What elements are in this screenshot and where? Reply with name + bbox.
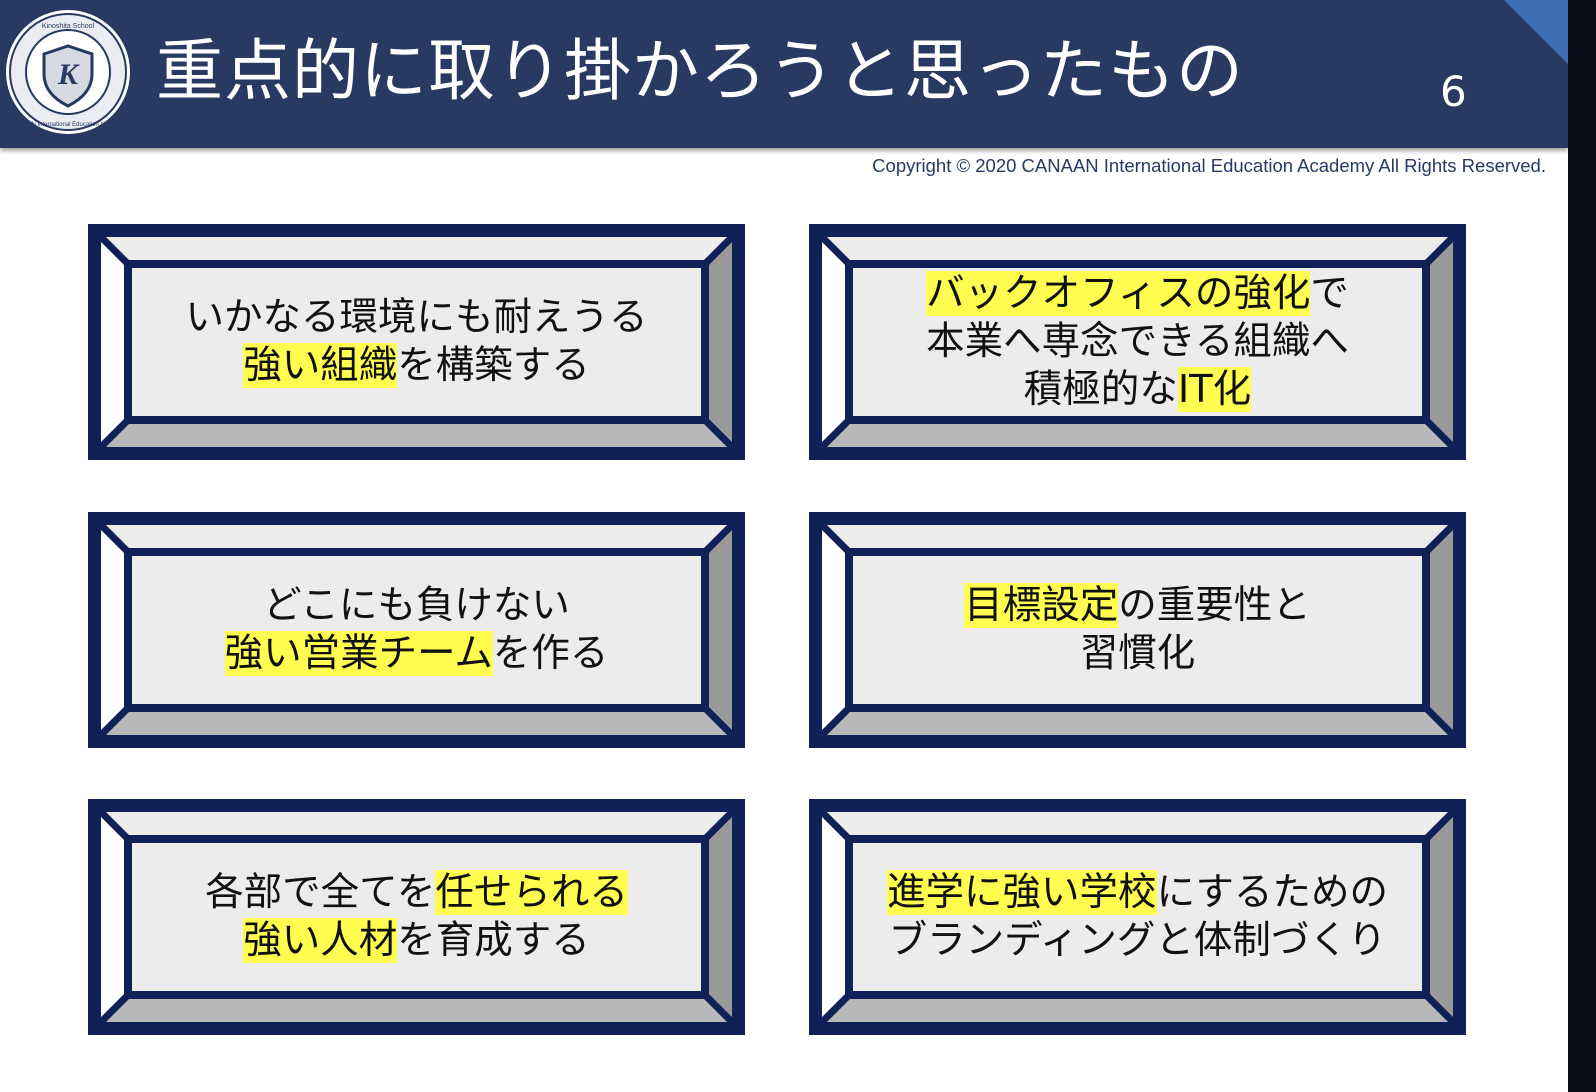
card-text: 進学に強い学校にするためのブランディングと体制づくり <box>849 839 1426 995</box>
slide-header: K Kinoshita School CANAAN International … <box>0 0 1568 148</box>
card-text-line: 各部で全てを任せられる <box>205 869 628 917</box>
highlighted-phrase: 目標設定 <box>964 583 1119 628</box>
text-segment: 本業へ専念できる組織へ <box>926 319 1349 364</box>
card-text-line: ブランディングと体制づくり <box>889 917 1387 965</box>
card-text-line: 進学に強い学校にするための <box>887 869 1388 917</box>
page-number: 6 <box>1440 67 1467 116</box>
right-edge-bar <box>1568 0 1596 1092</box>
highlighted-phrase: バックオフィスの強化 <box>926 271 1311 316</box>
highlighted-phrase: IT化 <box>1177 367 1252 412</box>
card-text-line: 強い組織を構築する <box>243 342 590 390</box>
card-back-office: バックオフィスの強化で本業へ専念できる組織へ積極的なIT化 <box>809 224 1466 460</box>
text-segment: いかなる環境にも耐えうる <box>185 295 648 340</box>
card-text-line: 本業へ専念できる組織へ <box>926 318 1349 366</box>
card-text: 各部で全てを任せられる強い人材を育成する <box>128 839 705 995</box>
text-segment: の重要性と <box>1118 583 1311 628</box>
slide-title: 重点的に取り掛かろうと思ったもの <box>156 32 1244 110</box>
copyright-notice: Copyright © 2020 CANAAN International Ed… <box>872 155 1546 176</box>
card-text-line: 強い人材を育成する <box>243 917 590 965</box>
card-frame <box>88 512 745 748</box>
text-segment: を育成する <box>397 918 590 963</box>
text-segment: 習慣化 <box>1079 631 1196 676</box>
highlighted-phrase: 強い人材 <box>243 918 398 963</box>
text-segment: 各部で全てを <box>205 870 436 915</box>
card-text-line: 目標設定の重要性と <box>964 582 1311 630</box>
corner-accent <box>1504 0 1568 64</box>
text-segment: を構築する <box>397 343 590 388</box>
highlighted-phrase: 強い組織 <box>243 343 398 388</box>
card-talent-development: 各部で全てを任せられる強い人材を育成する <box>88 799 745 1035</box>
text-segment: にするための <box>1156 870 1388 915</box>
card-text: 目標設定の重要性と習慣化 <box>849 552 1426 708</box>
card-frame <box>809 224 1466 460</box>
card-text-line: バックオフィスの強化で <box>926 270 1349 318</box>
card-text-line: 強い営業チームを作る <box>224 630 609 678</box>
svg-text:CANAAN International Education: CANAAN International Education Academy <box>11 122 125 128</box>
card-frame <box>809 512 1466 748</box>
text-segment: ブランディングと体制づくり <box>888 918 1387 963</box>
svg-text:Kinoshita School: Kinoshita School <box>42 23 95 30</box>
card-text-line: 習慣化 <box>1080 630 1196 678</box>
card-text-line: 積極的なIT化 <box>1023 366 1252 414</box>
card-strong-organization: いかなる環境にも耐えうる強い組織を構築する <box>88 224 745 460</box>
highlighted-phrase: 進学に強い学校 <box>887 870 1157 915</box>
card-frame <box>809 799 1466 1035</box>
text-segment: で <box>1310 271 1349 316</box>
card-sales-team: どこにも負けない強い営業チームを作る <box>88 512 745 748</box>
card-frame <box>88 224 745 460</box>
highlighted-phrase: 強い営業チーム <box>224 631 493 676</box>
card-text-line: どこにも負けない <box>263 582 570 630</box>
text-segment: 積極的な <box>1023 367 1178 412</box>
card-frame <box>88 799 745 1035</box>
card-text: どこにも負けない強い営業チームを作る <box>128 552 705 708</box>
card-text: いかなる環境にも耐えうる強い組織を構築する <box>128 264 705 420</box>
card-text: バックオフィスの強化で本業へ専念できる組織へ積極的なIT化 <box>849 264 1426 420</box>
school-logo: K Kinoshita School CANAAN International … <box>6 10 130 134</box>
card-text-line: いかなる環境にも耐えうる <box>185 294 647 342</box>
text-segment: どこにも負けない <box>263 583 570 628</box>
card-school-branding: 進学に強い学校にするためのブランディングと体制づくり <box>809 799 1466 1035</box>
highlighted-phrase: 任せられる <box>435 870 628 915</box>
svg-text:K: K <box>57 58 80 91</box>
text-segment: を作る <box>492 631 609 676</box>
card-goal-setting: 目標設定の重要性と習慣化 <box>809 512 1466 748</box>
